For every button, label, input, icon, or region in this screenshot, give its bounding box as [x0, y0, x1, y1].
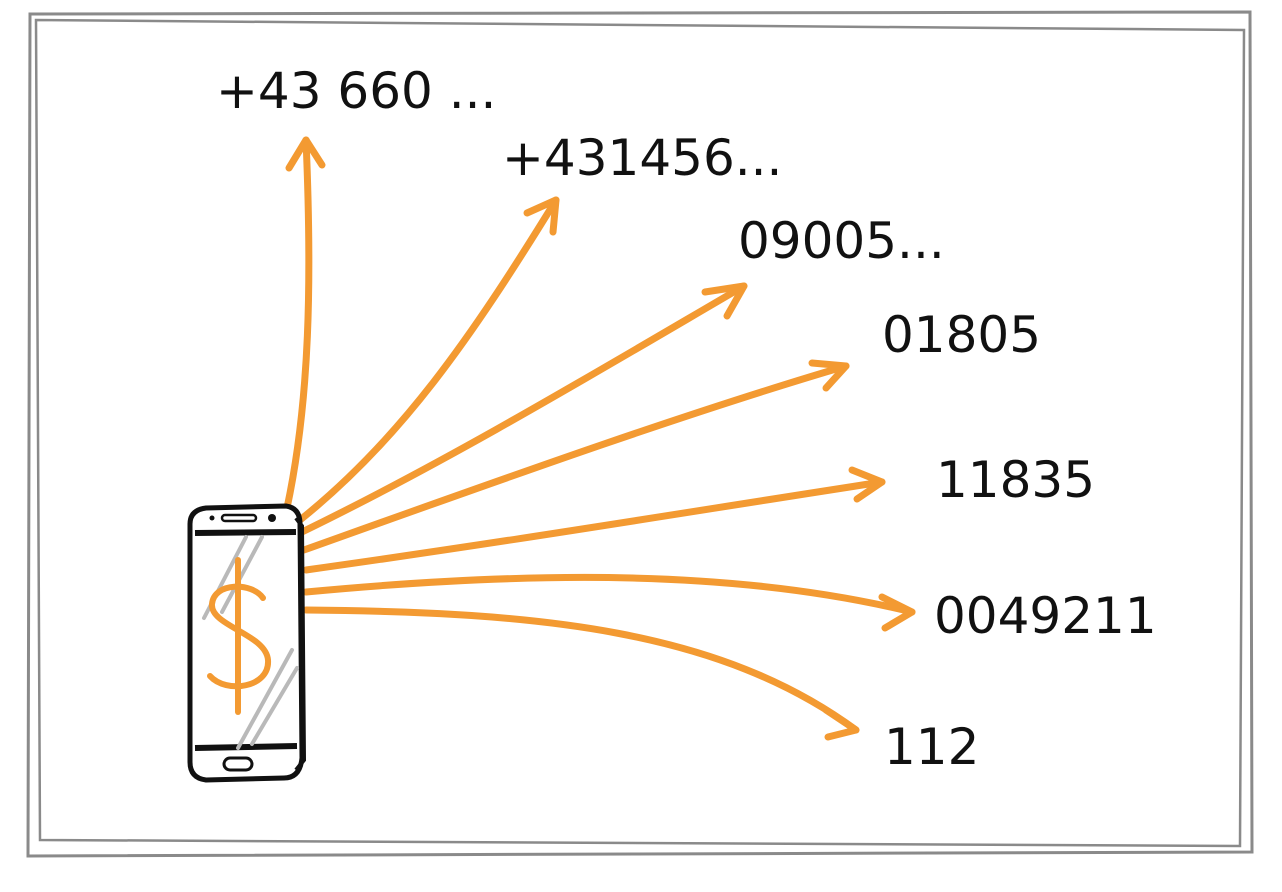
arrow-2 — [296, 196, 560, 524]
arrow-6 — [302, 573, 916, 616]
arrow-1 — [283, 136, 313, 512]
number-label: 11835 — [936, 451, 1095, 509]
arrow-6-head — [878, 593, 916, 632]
arrow-7 — [302, 606, 860, 734]
arrow-4-head — [808, 359, 850, 392]
number-labels: +43 660 ... +431456... 09005... 01805 11… — [216, 62, 1157, 776]
arrow-5-head — [848, 466, 886, 503]
number-label: +431456... — [502, 129, 782, 187]
phone-camera — [268, 514, 276, 522]
number-label: +43 660 ... — [216, 62, 496, 120]
arrow-7-head — [822, 706, 860, 741]
phone-speaker — [220, 513, 258, 523]
arrow-5 — [302, 478, 886, 574]
smartphone-icon — [187, 503, 307, 783]
number-label: 09005... — [738, 212, 945, 270]
phone-outline — [187, 503, 305, 783]
arrow-1-head — [285, 136, 326, 172]
arrow-3-head — [701, 282, 748, 320]
number-label: 0049211 — [934, 587, 1157, 645]
phone-screen-bottom — [194, 743, 298, 751]
phone-home-button — [222, 756, 254, 772]
number-label: 01805 — [882, 306, 1041, 364]
arrow-4 — [300, 362, 850, 554]
dollar-icon — [207, 557, 271, 715]
arrows-group — [283, 136, 916, 741]
arrow-3 — [298, 282, 748, 536]
number-label: 112 — [884, 718, 979, 776]
phone-screen-top — [194, 529, 297, 536]
arrow-2-head — [523, 196, 560, 236]
sketch-frame — [26, 10, 1254, 858]
